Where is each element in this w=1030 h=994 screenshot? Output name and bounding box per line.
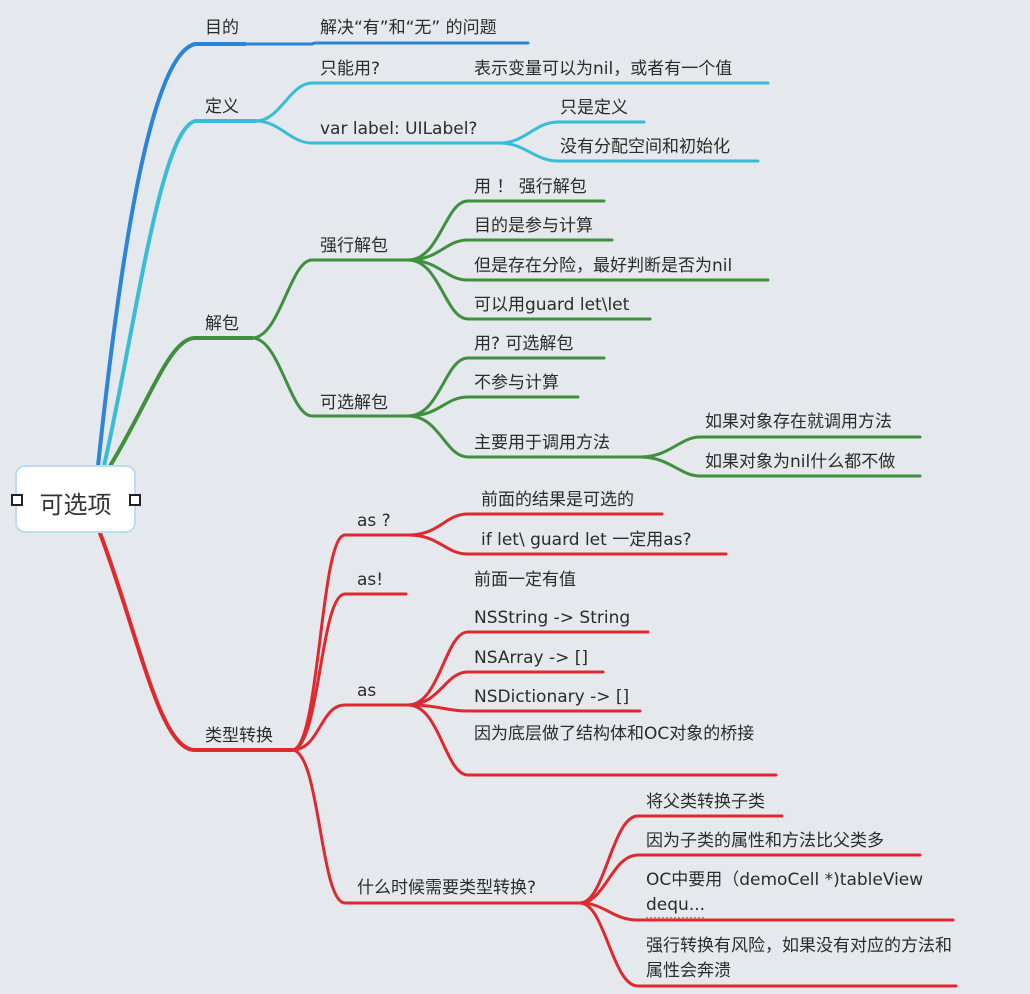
node-as-3[interactable]: NSDictionary -> []: [474, 687, 630, 707]
node-force-3[interactable]: 但是存在分险，最好判断是否为nil: [474, 256, 733, 276]
node-type-cast[interactable]: 类型转换: [205, 726, 273, 746]
node-opt-3[interactable]: 主要用于调用方法: [474, 433, 610, 453]
node-force-unwrap[interactable]: 强行解包: [320, 236, 388, 256]
node-opt-3a[interactable]: 如果对象存在就调用方法: [705, 412, 892, 432]
root-node[interactable]: 可选项: [15, 465, 136, 533]
node-force-4[interactable]: 可以用guard let\let: [474, 295, 630, 315]
branch-purpose: [96, 42, 247, 468]
root-label: 可选项: [39, 491, 112, 519]
node-as-bang-1[interactable]: 前面一定有值: [474, 570, 576, 590]
node-only-use[interactable]: 只能用?: [320, 59, 381, 79]
node-var-label[interactable]: var label: UILabel?: [320, 119, 478, 139]
node-unwrap[interactable]: 解包: [205, 314, 239, 334]
branch-type-cast: [98, 531, 294, 752]
node-optional-unwrap[interactable]: 可选解包: [320, 393, 388, 413]
node-as-bang[interactable]: as!: [357, 570, 384, 590]
node-just-define[interactable]: 只是定义: [560, 98, 628, 118]
node-when-3[interactable]: OC中要用（demoCell *)tableView dequ...: [646, 870, 924, 915]
node-as-q-2[interactable]: if let\ guard let 一定用as?: [481, 530, 692, 550]
branch-unwrap: [108, 336, 254, 468]
branch-definition: [102, 119, 258, 468]
node-as-2[interactable]: NSArray -> []: [474, 648, 589, 668]
node-opt-2[interactable]: 不参与计算: [474, 373, 559, 393]
node-opt-1[interactable]: 用? 可选解包: [474, 334, 574, 354]
node-force-1[interactable]: 用 ！ 强行解包: [474, 177, 587, 197]
node-when-2[interactable]: 因为子类的属性和方法比父类多: [646, 831, 884, 851]
node-force-2[interactable]: 目的是参与计算: [474, 216, 593, 236]
spellcheck-underline: [646, 913, 704, 919]
node-as-q[interactable]: as ?: [357, 511, 391, 531]
node-as-1[interactable]: NSString -> String: [474, 608, 631, 628]
node-definition[interactable]: 定义: [205, 97, 239, 117]
node-when-4[interactable]: 强行转换有风险，如果没有对应的方法和属性会奔溃: [646, 936, 952, 981]
node-purpose-desc[interactable]: 解决“有”和“无” 的问题: [320, 18, 497, 38]
node-as-4[interactable]: 因为底层做了结构体和OC对象的桥接: [474, 724, 755, 744]
collapse-left-handle-icon[interactable]: [11, 494, 23, 506]
node-as[interactable]: as: [357, 681, 377, 701]
node-as-q-1[interactable]: 前面的结果是可选的: [481, 490, 634, 510]
node-when-1[interactable]: 将父类转换子类: [646, 792, 765, 812]
node-only-use-desc[interactable]: 表示变量可以为nil，或者有一个值: [474, 59, 733, 79]
node-no-alloc[interactable]: 没有分配空间和初始化: [560, 137, 730, 157]
collapse-right-handle-icon[interactable]: [129, 494, 141, 506]
node-when[interactable]: 什么时候需要类型转换?: [357, 878, 537, 898]
node-opt-3b[interactable]: 如果对象为nil什么都不做: [705, 452, 896, 472]
node-purpose[interactable]: 目的: [205, 18, 239, 38]
